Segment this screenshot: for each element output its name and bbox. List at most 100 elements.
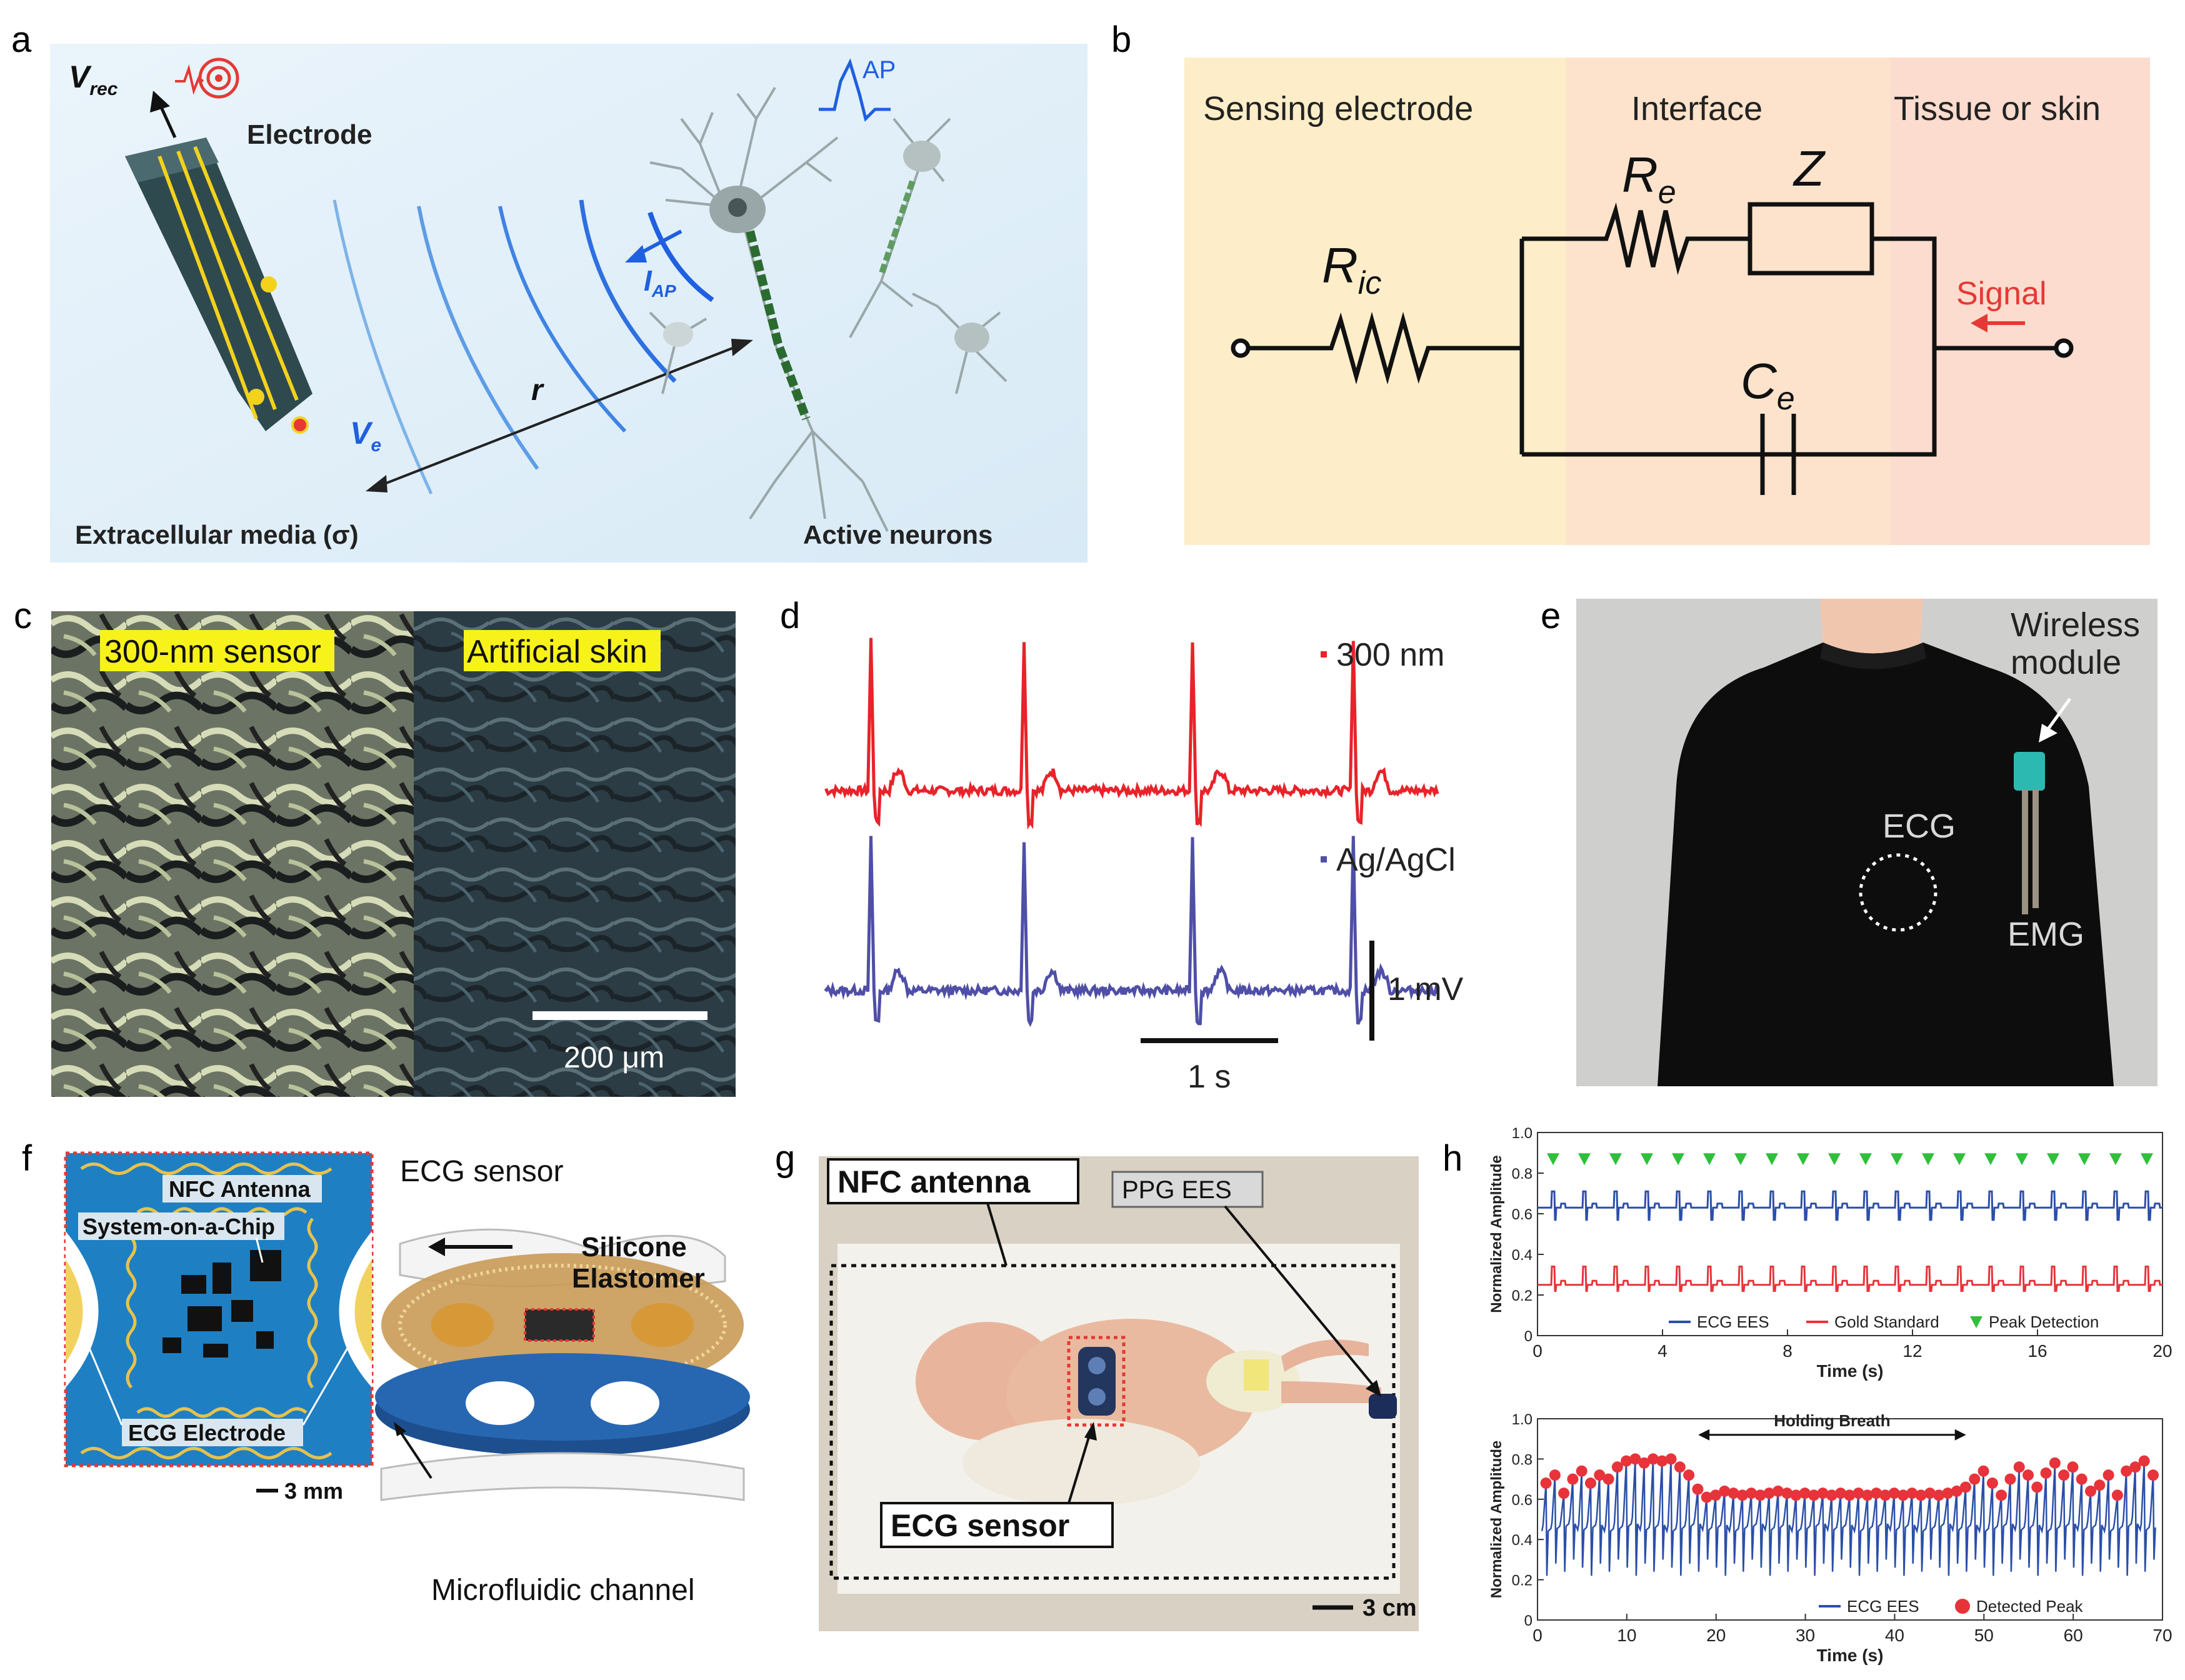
h-top-peak-marker xyxy=(1703,1153,1716,1166)
ppg-label-bg xyxy=(1111,1171,1264,1208)
h-bottom-detected-peak xyxy=(1915,1489,1927,1501)
h-bottom-xtick-label: 40 xyxy=(1885,1626,1904,1645)
h-bottom-detected-peak xyxy=(1629,1453,1641,1465)
h-bottom-ytick-label: 0.6 xyxy=(1512,1492,1532,1509)
h-top-plot-frame xyxy=(1537,1132,2163,1336)
h-bottom-detected-peak xyxy=(2049,1457,2061,1469)
h-top-peak-marker xyxy=(1641,1153,1653,1166)
h-top-legend-ecg: ECG EES xyxy=(1697,1312,1769,1331)
ecg-label-e: ECG xyxy=(1882,808,1956,845)
h-bottom-ylabel: Normalized Amplitude xyxy=(1488,1441,1505,1598)
panel-letter-h: h xyxy=(1442,1138,1463,1179)
h-top-peak-marker xyxy=(1828,1153,1841,1166)
h-bottom-detected-peak xyxy=(1576,1465,1588,1477)
silicone-label-2: Elastomer xyxy=(572,1263,705,1294)
v-rec-arrow xyxy=(158,102,177,139)
panel-letter-d: d xyxy=(780,596,801,636)
h-bottom-detected-peak xyxy=(1719,1485,1731,1497)
h-bottom-detected-peak xyxy=(1888,1488,1900,1499)
h-bottom-detected-peak xyxy=(1933,1489,1945,1501)
panel-a: Vrec Electrode IAP AP r Ve xyxy=(50,44,1088,562)
h-top-peak-marker xyxy=(2016,1153,2028,1166)
h-top-series-gold-standard xyxy=(1538,1266,2162,1292)
ecg-label-g: ECG sensor xyxy=(891,1508,1069,1543)
wireless-label-1: Wireless xyxy=(2011,606,2140,644)
panel-f: NFC Antenna System-on-a-Chip ECG Electro… xyxy=(62,1138,750,1619)
panel-c: 300-nm sensor Artificial skin 200 μm xyxy=(51,611,736,1097)
h-top-peak-marker xyxy=(1922,1153,1934,1166)
h-bottom-detected-peak xyxy=(1567,1473,1579,1485)
h-bottom-detected-peak xyxy=(2102,1469,2114,1481)
scale-label-f: 3 mm xyxy=(284,1478,343,1504)
ecg-region-circle xyxy=(1859,853,1938,932)
h-bottom-detected-peak xyxy=(1648,1453,1659,1465)
h-top-peak-marker xyxy=(1891,1153,1903,1166)
h-bottom-legend-peak: Detected Peak xyxy=(1976,1597,2084,1616)
h-top-peak-marker xyxy=(1766,1153,1778,1166)
h-bottom-detected-peak xyxy=(1728,1488,1739,1499)
h-bottom-detected-peak xyxy=(2022,1469,2034,1481)
h-top-peak-marker xyxy=(1953,1153,1966,1166)
h-bottom-detected-peak xyxy=(1879,1489,1891,1501)
h-top-peak-marker xyxy=(2078,1153,2091,1166)
h-bottom-detected-peak xyxy=(2040,1467,2052,1479)
h-top-xtick-label: 8 xyxy=(1782,1341,1792,1361)
h-bottom-ytick-label: 0 xyxy=(1524,1612,1532,1629)
h-bottom-detected-peak xyxy=(1710,1489,1721,1501)
h-top-peak-marker xyxy=(1734,1153,1747,1166)
h-bottom-ytick-label: 0.4 xyxy=(1512,1532,1532,1549)
v-rec-label: Vrec xyxy=(69,59,118,99)
h-bottom-detected-peak xyxy=(2058,1469,2070,1481)
h-bottom-detected-peak xyxy=(2111,1489,2123,1501)
h-bottom-detected-peak xyxy=(2013,1461,2025,1473)
panel-letter-c: c xyxy=(14,596,32,636)
h-bottom-detected-peak xyxy=(1701,1491,1712,1503)
skin-micrograph xyxy=(414,611,736,1097)
h-bottom-legend-marker-peak xyxy=(1955,1599,1970,1614)
h-top-ytick-label: 0.4 xyxy=(1512,1247,1532,1264)
exploded-device xyxy=(375,1228,750,1501)
legend-marker-300nm xyxy=(1321,651,1327,658)
h-top-xtick-label: 20 xyxy=(2152,1341,2172,1361)
h-bottom-detected-peak xyxy=(1826,1489,1838,1501)
circuit xyxy=(1231,202,2074,495)
soc-label: System-on-a-Chip xyxy=(82,1214,275,1239)
ppg-label: PPG EES xyxy=(1122,1176,1232,1204)
scale-label-c: 200 μm xyxy=(564,1041,664,1074)
silicone-label-1: Silicone xyxy=(581,1232,687,1262)
h-bottom-detected-peak xyxy=(1790,1489,1802,1501)
h-bottom-detected-peak xyxy=(1611,1461,1623,1473)
sensor-micrograph xyxy=(51,611,414,1097)
axon-myelin xyxy=(746,230,811,421)
h-top-ytick-label: 0.2 xyxy=(1512,1288,1532,1304)
nfc-label-f: NFC Antenna xyxy=(169,1176,311,1202)
h-bottom-detected-peak xyxy=(1817,1488,1829,1499)
h-bottom-xlabel: Time (s) xyxy=(1817,1646,1884,1665)
h-bottom-detected-peak xyxy=(2094,1479,2106,1491)
wireless-module xyxy=(2014,752,2045,914)
h-bottom-detected-peak xyxy=(2004,1473,2016,1485)
h-bottom-detected-peak xyxy=(1674,1461,1686,1473)
nfc-label-bg xyxy=(162,1175,322,1202)
h-bottom-xtick-label: 0 xyxy=(1532,1626,1542,1645)
panel-letter-f: f xyxy=(22,1138,32,1179)
h-bottom-detected-peak xyxy=(1665,1453,1677,1465)
h-bottom-ytick-label: 1.0 xyxy=(1512,1411,1532,1428)
h-bottom-detected-peak xyxy=(2031,1481,2043,1493)
ecg-sensor-highlight xyxy=(1067,1336,1126,1427)
h-bottom-xtick-label: 10 xyxy=(1617,1626,1636,1645)
nfc-antenna-region xyxy=(829,1264,1396,1580)
neck xyxy=(1820,599,1923,658)
h-bottom-detected-peak xyxy=(1808,1489,1820,1501)
z-label: Z xyxy=(1792,141,1826,196)
h-bottom-detected-peak xyxy=(1549,1469,1561,1481)
h-bottom-detected-peak xyxy=(1754,1489,1766,1501)
extracellular-media-label: Extracellular media (σ) xyxy=(75,520,359,549)
ecg-trace-300nm xyxy=(824,638,1439,830)
h-top-peak-marker xyxy=(1609,1153,1622,1166)
h-bottom-detected-peak xyxy=(1656,1455,1668,1467)
black-shirt xyxy=(1658,642,2114,1086)
distance-r-line xyxy=(374,342,744,489)
